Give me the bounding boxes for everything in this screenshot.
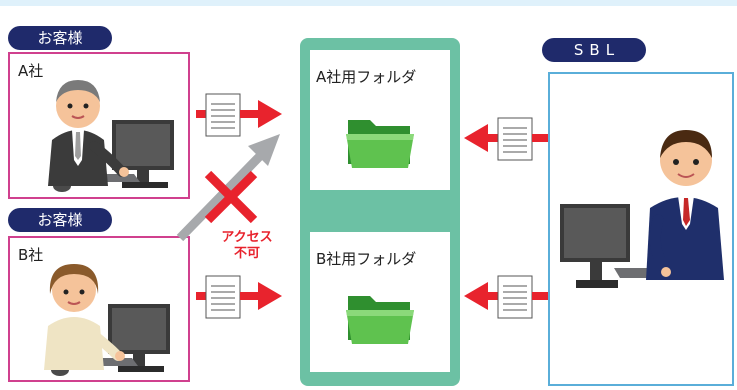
company-a-label: A社: [18, 62, 44, 80]
folder-panel-b: B社用フォルダ: [310, 232, 450, 372]
sbl-operator-illustration: [560, 130, 724, 288]
upload-arrow-b: [196, 275, 282, 319]
access-denied-line1: アクセス: [221, 230, 273, 245]
folder-a-icon: [346, 120, 414, 168]
blocked-access-arrow: [176, 134, 280, 242]
folder-panel-a: A社用フォルダ: [310, 50, 450, 190]
folder-b-label: B社用フォルダ: [316, 250, 417, 268]
delivery-arrow-a: [464, 117, 550, 161]
sbl-badge: SBL: [542, 38, 646, 62]
access-denied-label: アクセス 不可: [212, 230, 282, 262]
businesswoman-b-illustration: [44, 264, 170, 376]
folder-b-icon: [346, 296, 414, 344]
upload-arrow-a: [196, 93, 282, 137]
delivery-arrow-b: [464, 275, 550, 319]
top-band: [0, 0, 737, 6]
customer-badge-a: お客様: [8, 26, 112, 50]
company-b-label: B社: [18, 246, 44, 264]
access-denied-line2: 不可: [233, 246, 260, 261]
folder-a-label: A社用フォルダ: [316, 68, 417, 86]
customer-badge-b: お客様: [8, 208, 112, 232]
businessman-a-illustration: [48, 80, 174, 192]
